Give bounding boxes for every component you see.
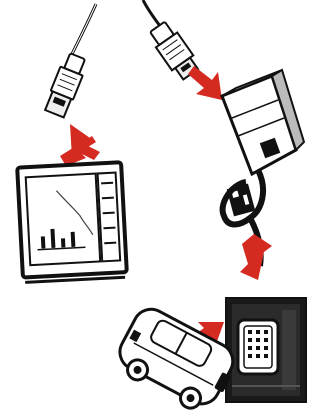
- arrow-usb-to-interface: [188, 66, 222, 100]
- usb-cable-left: [43, 4, 96, 118]
- arrow-usb-to-laptop: [60, 124, 100, 166]
- car: [110, 303, 243, 419]
- laptop: [17, 162, 127, 282]
- obd-connector: [226, 298, 306, 402]
- interface-box: [222, 70, 304, 174]
- arrow-cable-to-connector: [240, 234, 272, 280]
